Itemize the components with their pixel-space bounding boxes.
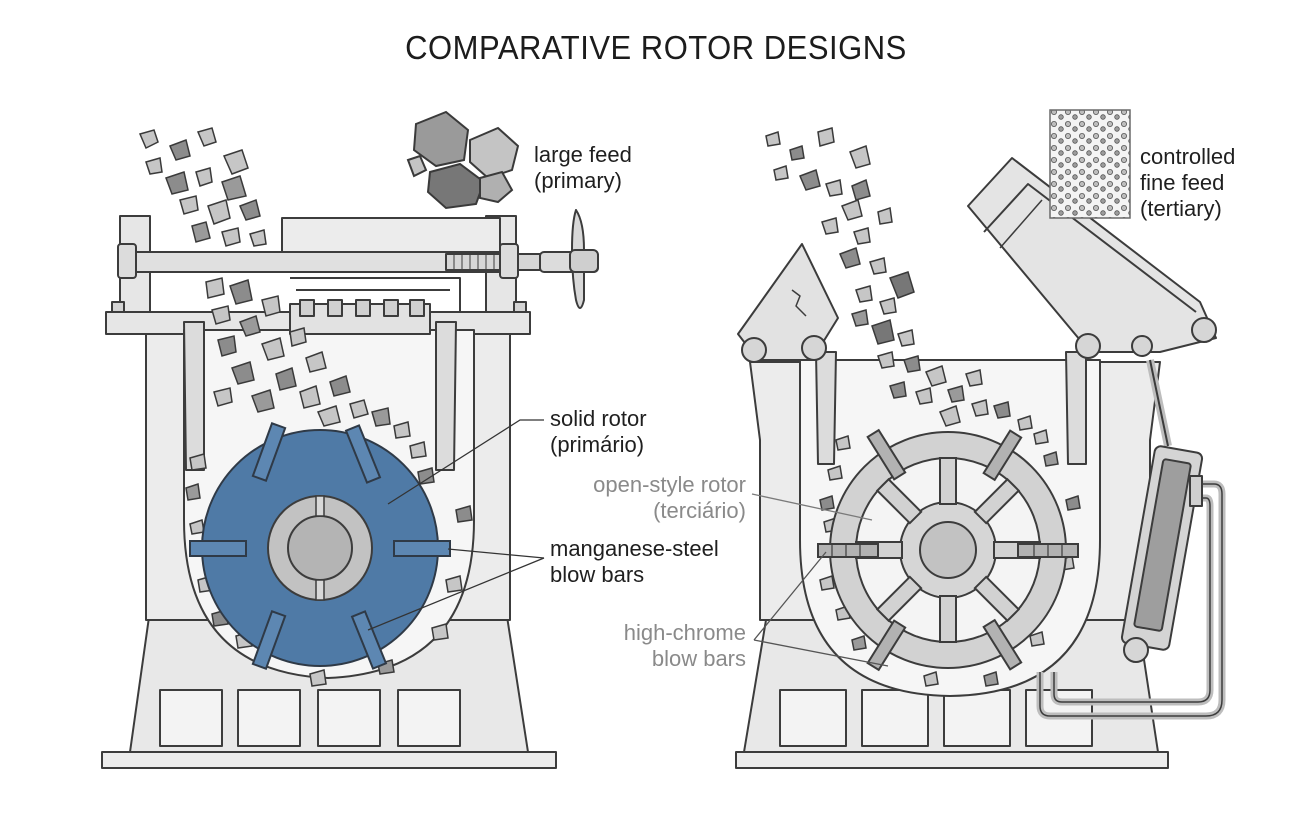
label-open-style-rotor: open-style rotor (terciário): [593, 472, 746, 523]
open-style-rotor: [817, 428, 1079, 672]
left-base-cells: [159, 689, 461, 747]
large-feed-rocks: [406, 110, 520, 210]
fine-feed-sample: [1049, 109, 1131, 219]
left-base-plate: [101, 751, 557, 769]
leader-solid-rotor: [387, 419, 544, 505]
leader-open-rotor: [751, 493, 873, 521]
manganese-blow-bars: [189, 422, 451, 670]
label-manganese-blow-bars: manganese-steel blow bars: [550, 536, 719, 587]
label-high-chrome-blow-bars: high-chrome blow bars: [623, 620, 746, 671]
leader-manganese-bars-1: [447, 548, 545, 559]
label-solid-rotor: solid rotor (primário): [550, 406, 647, 457]
right-rock-stream: [765, 127, 1081, 687]
solid-rotor: [189, 422, 451, 670]
rotor-spokes: [855, 457, 1041, 643]
label-large-feed: large feed (primary): [534, 142, 632, 193]
right-base-plate: [735, 751, 1169, 769]
leader-high-chrome-2: [753, 639, 889, 667]
left-rock-stream: [138, 127, 473, 687]
leader-manganese-bars-2: [367, 557, 545, 631]
leader-lines: [367, 419, 889, 667]
leader-high-chrome-1: [753, 551, 827, 641]
diagram-title: COMPARATIVE ROTOR DESIGNS: [405, 28, 907, 67]
label-controlled-fine-feed: controlled fine feed (tertiary): [1140, 144, 1236, 221]
left-adjust-screw: [445, 253, 541, 271]
